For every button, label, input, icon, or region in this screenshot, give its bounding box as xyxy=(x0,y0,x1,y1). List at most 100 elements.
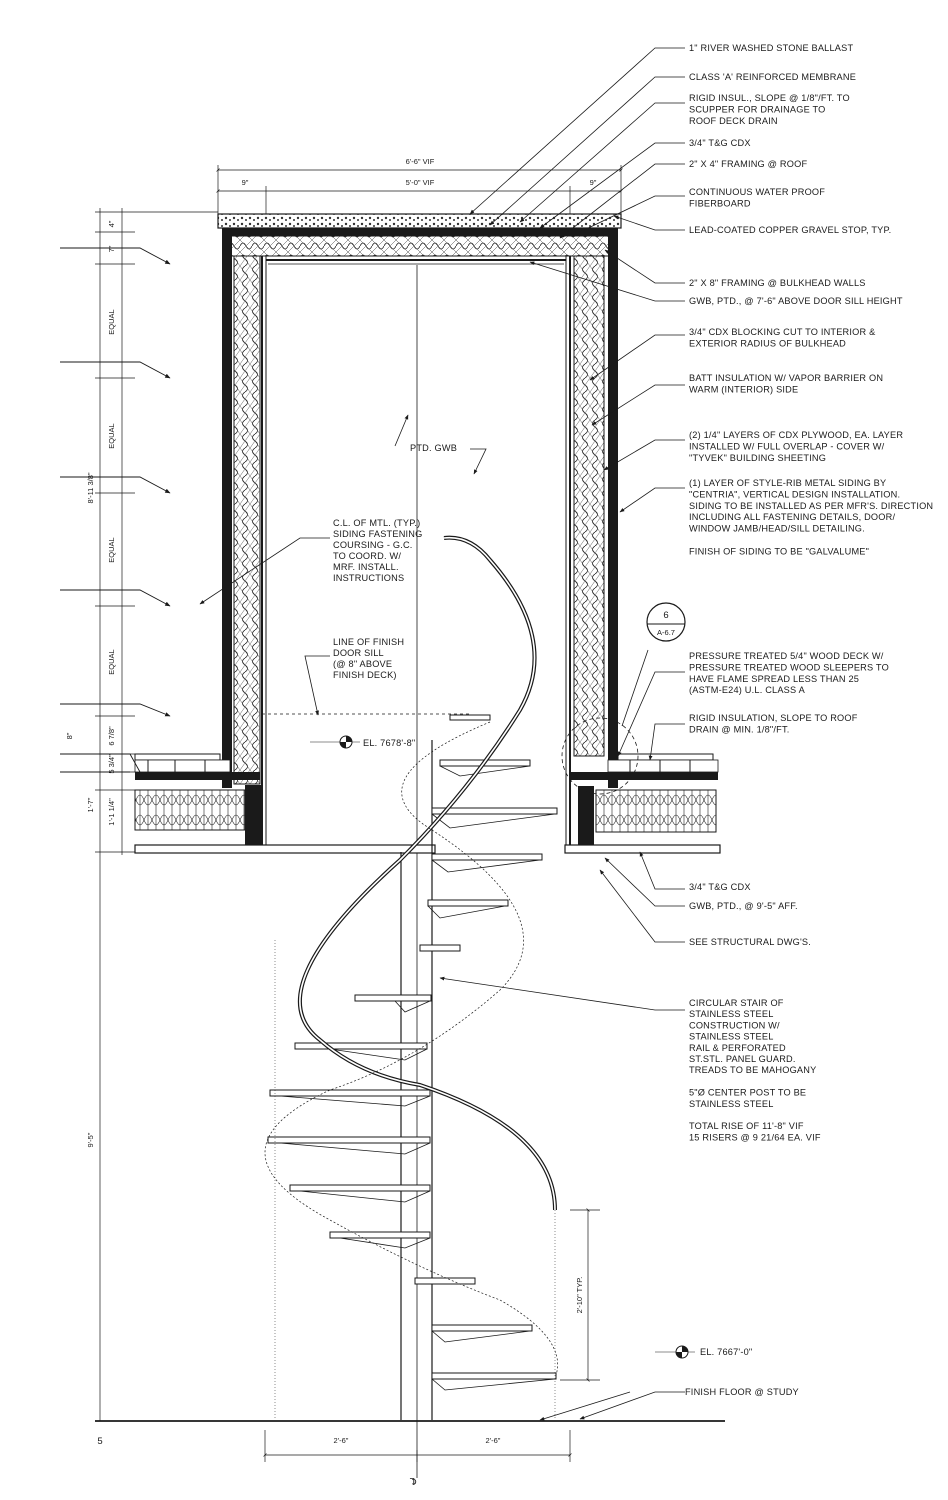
siding-cl-text-line: TO COORD. W/ xyxy=(333,551,401,561)
label-finish-floor: FINISH FLOOR @ STUDY xyxy=(685,1387,799,1397)
label-tg-cdx-roof-line: 3/4" T&G CDX xyxy=(689,138,751,148)
dim-equal-4: EQUAL xyxy=(107,649,116,674)
label-metal-siding: (1) LAYER OF STYLE-RIB METAL SIDING BY"C… xyxy=(689,478,933,556)
label-metal-siding-line: FINISH OF SIDING TO BE "GALVALUME" xyxy=(689,546,869,556)
bulkhead-structure xyxy=(217,213,622,1478)
label-tg-cdx-floor-line: 3/4" T&G CDX xyxy=(689,882,751,892)
detail-sheet: A-6.7 xyxy=(657,628,675,637)
dim-left-4: 4" xyxy=(107,220,116,227)
label-structural-line: SEE STRUCTURAL DWG'S. xyxy=(689,937,811,947)
bottom-dimensions xyxy=(263,1430,572,1462)
dim-rail-height: 2'-10" TYP. xyxy=(575,1277,584,1314)
left-dimensions xyxy=(95,208,218,1422)
dim-left-7: 7" xyxy=(107,245,116,252)
dim-equal-1: EQUAL xyxy=(107,309,116,334)
roof-deck-right xyxy=(564,753,721,854)
label-wood-deck-line: PRESSURE TREATED 5/4" WOOD DECK W/ xyxy=(689,651,884,661)
dim-equal-3: EQUAL xyxy=(107,537,116,562)
dim-overall-height: 8'-11 3/8" xyxy=(86,472,95,503)
label-wood-deck: PRESSURE TREATED 5/4" WOOD DECK W/PRESSU… xyxy=(689,651,889,695)
label-stair-line: TREADS TO BE MAHOGANY xyxy=(689,1065,816,1075)
top-dimensions xyxy=(216,165,623,214)
label-stair-line: STAINLESS STEEL xyxy=(689,1009,774,1019)
roof-deck-left xyxy=(134,753,436,854)
label-stair-line: STAINLESS STEEL xyxy=(689,1099,774,1109)
label-metal-siding-line: (1) LAYER OF STYLE-RIB METAL SIDING BY xyxy=(689,478,886,488)
label-cdx-blocking-line: 3/4" CDX BLOCKING CUT TO INTERIOR & xyxy=(689,327,875,337)
label-el-upper: EL. 7678'-8" xyxy=(363,738,415,748)
right-annotation-labels: 1" RIVER WASHED STONE BALLAST CLASS 'A' R… xyxy=(685,43,933,1397)
dim-left-5-3-4: 5 3/4" xyxy=(107,754,116,774)
label-stair-line: RAIL & PERFORATED xyxy=(689,1043,786,1053)
dim-left-6-7-8: 6 7/8" xyxy=(107,726,116,746)
label-stair-line: CONSTRUCTION W/ xyxy=(689,1020,780,1030)
label-stair-line: ST.STL. PANEL GUARD. xyxy=(689,1054,796,1064)
label-membrane: CLASS 'A' REINFORCED MEMBRANE xyxy=(689,72,856,82)
label-stair-line: 15 RISERS @ 9 21/64 EA. VIF xyxy=(689,1132,821,1142)
label-cdx-blocking: 3/4" CDX BLOCKING CUT TO INTERIOR &EXTER… xyxy=(689,327,875,348)
label-stair-line: CIRCULAR STAIR OF xyxy=(689,998,784,1008)
label-structural: SEE STRUCTURAL DWG'S. xyxy=(689,937,811,947)
label-gwb-door-line: GWB, PTD., @ 7'-6" ABOVE DOOR SILL HEIGH… xyxy=(689,296,903,306)
label-framing-roof-line: 2" X 4" FRAMING @ ROOF xyxy=(689,159,807,169)
centerline-symbol: ℄ xyxy=(409,1475,417,1486)
label-batt-insul-line: BATT INSULATION W/ VAPOR BARRIER ON xyxy=(689,373,883,383)
dim-top-left: 9" xyxy=(242,178,249,187)
label-batt-insul-line: WARM (INTERIOR) SIDE xyxy=(689,384,798,394)
label-framing-walls: 2" X 8" FRAMING @ BULKHEAD WALLS xyxy=(689,278,866,288)
label-membrane-line: CLASS 'A' REINFORCED MEMBRANE xyxy=(689,72,856,82)
spiral-stair xyxy=(264,535,558,1420)
door-sill-text-line: LINE OF FINISH xyxy=(333,637,404,647)
label-stair-line: TOTAL RISE OF 11'-8" VIF xyxy=(689,1121,804,1131)
label-gwb-aff-line: GWB, PTD., @ 9'-5" AFF. xyxy=(689,901,798,911)
dim-left-1-1-1-4: 1'-1 1/4" xyxy=(107,798,116,826)
dim-bottom-left: 2'-6" xyxy=(334,1436,349,1445)
label-gravel-stop: LEAD-COATED COPPER GRAVEL STOP, TYP. xyxy=(689,225,891,235)
label-gwb-door: GWB, PTD., @ 7'-6" ABOVE DOOR SILL HEIGH… xyxy=(689,296,903,306)
label-stair-line: STAINLESS STEEL xyxy=(689,1032,774,1042)
dim-bottom-right: 2'-6" xyxy=(486,1436,501,1445)
label-wood-deck-line: HAVE FLAME SPREAD LESS THAN 25 xyxy=(689,674,859,684)
label-metal-siding-line: "CENTRIA", VERTICAL DESIGN INSTALLATION. xyxy=(689,489,900,499)
label-wood-deck-line: (ASTM-E24) U.L. CLASS A xyxy=(689,685,806,695)
label-plywood-line: (2) 1/4" LAYERS OF CDX PLYWOOD, EA. LAYE… xyxy=(689,430,903,440)
leader-lines xyxy=(439,47,685,1421)
label-gwb-aff: GWB, PTD., @ 9'-5" AFF. xyxy=(689,901,798,911)
siding-cl-text-line: SIDING FASTENING xyxy=(333,529,422,539)
label-gravel-stop-line: LEAD-COATED COPPER GRAVEL STOP, TYP. xyxy=(689,225,891,235)
label-framing-walls-line: 2" X 8" FRAMING @ BULKHEAD WALLS xyxy=(689,278,866,288)
door-sill-text-line: FINISH DECK) xyxy=(333,670,397,680)
label-rigid-insul-deck-line: DRAIN @ MIN. 1/8"/FT. xyxy=(689,724,790,734)
label-fiberboard-line: FIBERBOARD xyxy=(689,198,751,208)
detail-callout-bubble: 6 A-6.7 xyxy=(561,602,686,795)
dim-left-1-7: 1'-7" xyxy=(86,797,95,812)
label-fiberboard-line: CONTINUOUS WATER PROOF xyxy=(689,187,825,197)
dim-left-8: 8" xyxy=(65,732,74,739)
label-plywood: (2) 1/4" LAYERS OF CDX PLYWOOD, EA. LAYE… xyxy=(689,430,903,463)
interior-labels: PTD. GWB C.L. OF MTL. (TYP.)SIDING FASTE… xyxy=(199,414,487,749)
label-stone-ballast: 1" RIVER WASHED STONE BALLAST xyxy=(689,43,853,53)
siding-cl-text-line: INSTRUCTIONS xyxy=(333,573,404,583)
dim-top-inner: 5'-0" VIF xyxy=(406,178,435,187)
door-sill-text-line: (@ 8" ABOVE xyxy=(333,659,392,669)
siding-cl-text-line: C.L. OF MTL. (TYP.) xyxy=(333,518,420,528)
label-finish-floor-line: FINISH FLOOR @ STUDY xyxy=(685,1387,799,1397)
label-cdx-blocking-line: EXTERIOR RADIUS OF BULKHEAD xyxy=(689,338,846,348)
label-plywood-line: "TYVEK" BUILDING SHEETING xyxy=(689,453,826,463)
label-framing-roof: 2" X 4" FRAMING @ ROOF xyxy=(689,159,807,169)
dim-top-right: 9" xyxy=(590,178,597,187)
label-rigid-insul-line: SCUPPER FOR DRAINAGE TO xyxy=(689,104,825,114)
door-sill-text-line: DOOR SILL xyxy=(333,648,384,658)
dim-equal-2: EQUAL xyxy=(107,423,116,448)
label-metal-siding-line: INCLUDING ALL FASTENING DETAILS, DOOR/ xyxy=(689,512,895,522)
